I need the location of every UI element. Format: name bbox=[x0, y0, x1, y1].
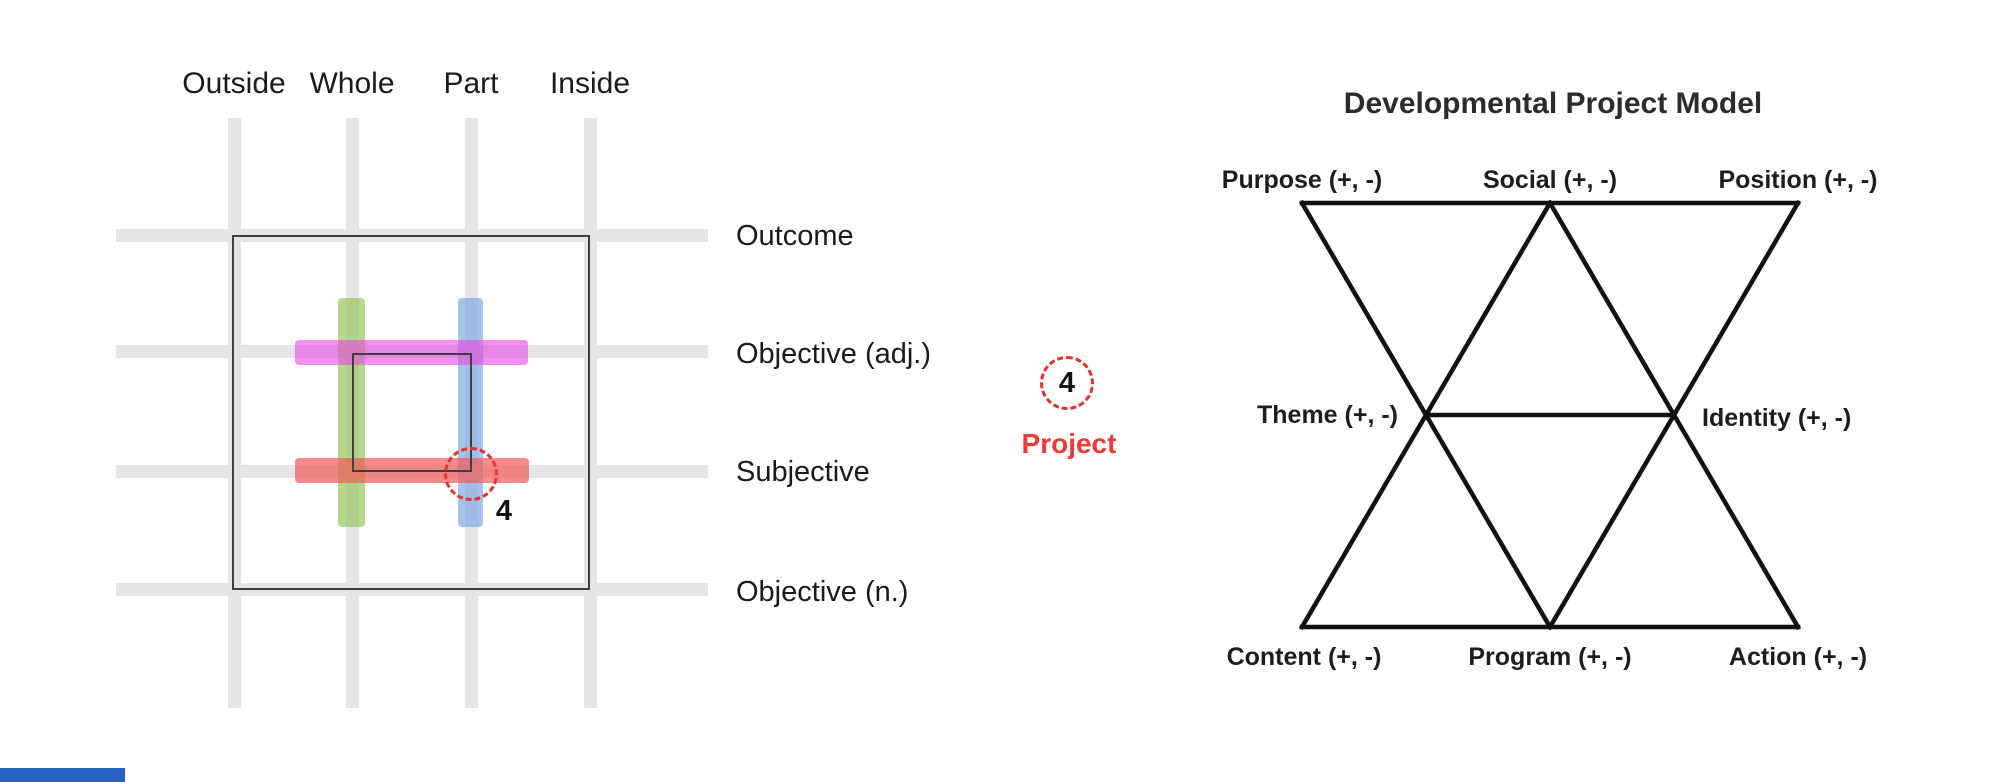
vertex-label-program: Program (+, -) bbox=[1468, 643, 1632, 671]
row-label-subjective: Subjective bbox=[736, 456, 870, 488]
project-label: Project bbox=[1021, 428, 1117, 459]
outer-square bbox=[232, 235, 590, 590]
marker-number-project: 4 bbox=[1058, 366, 1076, 399]
video-progress-bar[interactable] bbox=[0, 768, 125, 782]
column-label-inside: Inside bbox=[549, 67, 631, 100]
row-label-outcome: Outcome bbox=[736, 220, 854, 252]
left-grid-diagram: 4 Outside Whole Part Inside Outcome Obje… bbox=[116, 67, 932, 708]
right-diagram-title: Developmental Project Model bbox=[1343, 87, 1763, 120]
vertex-label-content: Content (+, -) bbox=[1226, 643, 1382, 671]
vertex-label-action: Action (+, -) bbox=[1728, 643, 1868, 671]
highlight-bar-whole-green bbox=[338, 298, 365, 527]
grid-vline-inside bbox=[584, 118, 597, 708]
vertex-label-identity: Identity (+, -) bbox=[1702, 404, 1852, 432]
column-label-whole: Whole bbox=[309, 67, 395, 100]
column-label-part: Part bbox=[443, 67, 499, 100]
row-label-objective-n: Objective (n.) bbox=[736, 576, 909, 608]
column-label-outside: Outside bbox=[182, 67, 286, 100]
marker-number-grid: 4 bbox=[495, 495, 513, 527]
dashed-circle-marker-grid bbox=[444, 447, 498, 501]
vertex-label-social: Social (+, -) bbox=[1482, 166, 1618, 194]
inner-square bbox=[352, 353, 472, 472]
vertex-label-position: Position (+, -) bbox=[1718, 166, 1878, 194]
vertex-label-theme: Theme (+, -) bbox=[1257, 401, 1398, 429]
dashed-circle-marker-project: 4 bbox=[1040, 356, 1094, 410]
row-label-objective-adj: Objective (adj.) bbox=[736, 338, 932, 370]
vertex-label-purpose: Purpose (+, -) bbox=[1221, 166, 1383, 194]
highlight-bar-objective-adj-magenta bbox=[295, 340, 528, 365]
grid-vline-outside bbox=[228, 118, 241, 708]
